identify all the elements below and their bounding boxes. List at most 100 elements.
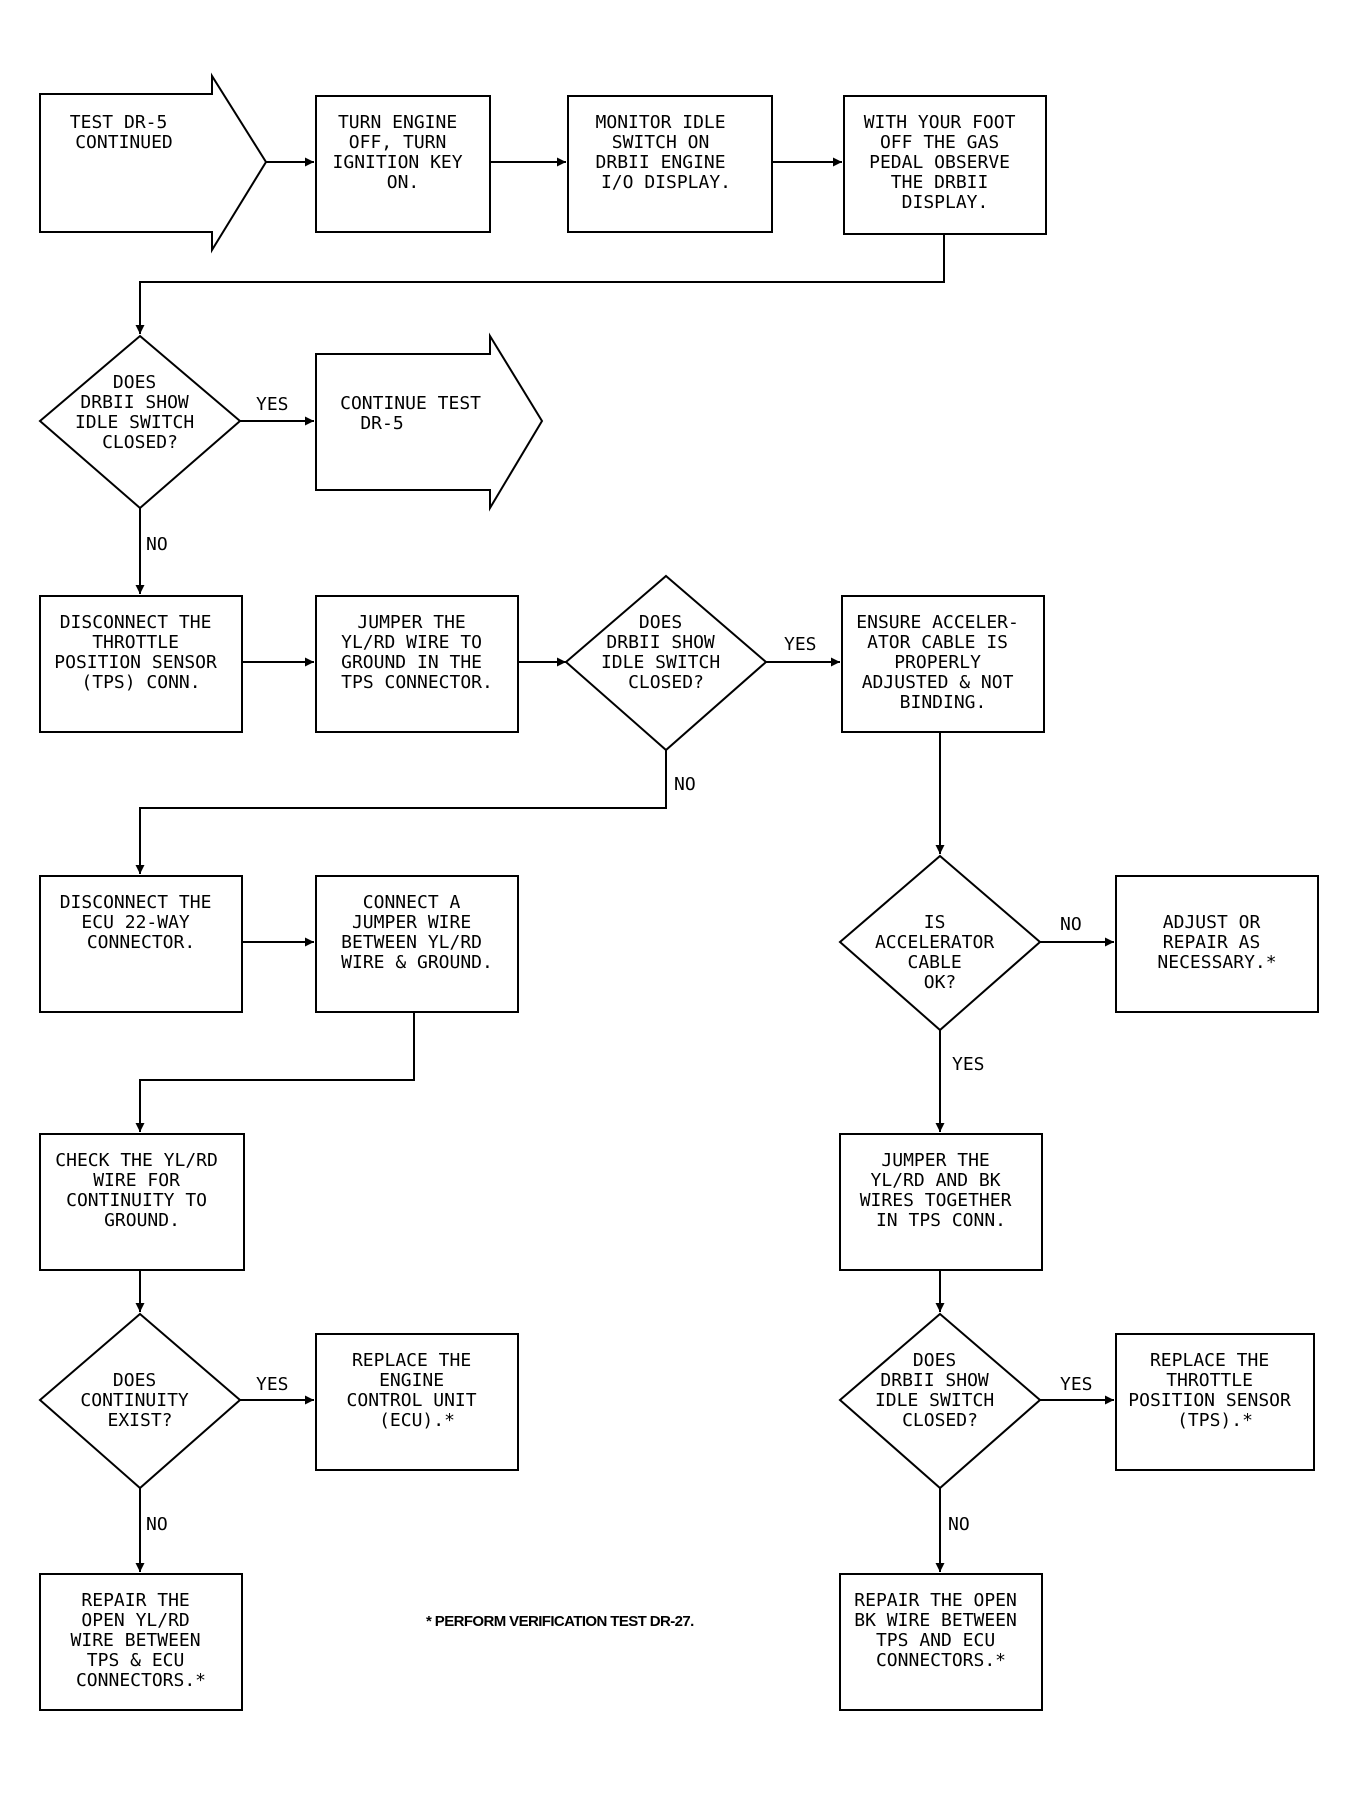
monitor-idle-line: MONITOR IDLE — [596, 112, 726, 133]
jumper-ylrd-bk-line: JUMPER THE — [881, 1150, 989, 1171]
connect-jumper-line: CONNECT A — [363, 892, 461, 913]
jumper-ylrd-bk-line: IN TPS CONN. — [876, 1210, 1006, 1231]
edge-label-q3-no: NO — [948, 1514, 970, 1535]
connect-jumper-line: JUMPER WIRE — [352, 912, 471, 933]
node-q-idle-closed-3 — [838, 1312, 1042, 1490]
replace-tps-line: POSITION SENSOR — [1128, 1390, 1291, 1411]
repair-ylrd-line: CONNECTORS.* — [76, 1670, 206, 1691]
q-idle-closed-1-text: DOES DRBII SHOW IDLE SWITCH CLOSED? — [75, 372, 205, 453]
connect-jumper-line: WIRE & GROUND. — [341, 952, 493, 973]
monitor-idle-line: SWITCH ON — [612, 132, 710, 153]
node-texts: TEST DR-5 CONTINUED TURN ENGINE OFF, TUR… — [54, 112, 1301, 1691]
node-connect-jumper — [315, 875, 519, 1013]
q-idle-closed-2-line: IDLE SWITCH — [601, 652, 720, 673]
adjust-repair-text: ADJUST OR REPAIR AS NECESSARY.* — [1157, 912, 1276, 973]
q-idle-closed-3-line: DOES — [913, 1350, 956, 1371]
edge-label-q3-yes: YES — [1060, 1374, 1093, 1395]
node-q-cable-ok — [838, 854, 1042, 1032]
check-continuity-line: WIRE FOR — [93, 1170, 180, 1191]
ensure-cable-text: ENSURE ACCELER- ATOR CABLE IS PROPERLY A… — [856, 612, 1029, 713]
q-cable-ok-line: IS — [924, 912, 946, 933]
replace-ecu-line: REPLACE THE — [352, 1350, 471, 1371]
disconnect-tps-text: DISCONNECT THE THROTTLE POSITION SENSOR … — [54, 612, 227, 693]
repair-bk-line: REPAIR THE OPEN — [854, 1590, 1017, 1611]
check-continuity-line: CHECK THE YL/RD — [55, 1150, 218, 1171]
disconnect-tps-line: THROTTLE — [92, 632, 179, 653]
q-idle-closed-1-line: CLOSED? — [102, 432, 178, 453]
disconnect-ecu-line: ECU 22-WAY — [81, 912, 190, 933]
q-idle-closed-2-line: CLOSED? — [628, 672, 704, 693]
q-idle-closed-1-line: DOES — [113, 372, 156, 393]
q-idle-closed-2-text: DOES DRBII SHOW IDLE SWITCH CLOSED? — [601, 612, 731, 693]
ensure-cable-line: ENSURE ACCELER- — [856, 612, 1019, 633]
jumper-ylrd-bk-text: JUMPER THE YL/RD AND BK WIRES TOGETHER I… — [860, 1150, 1023, 1231]
node-q-idle-closed-1 — [38, 334, 242, 510]
continue-test-text: CONTINUE TEST DR-5 — [340, 393, 492, 434]
q-cable-ok-text: IS ACCELERATOR CABLE OK? — [875, 912, 1005, 993]
ensure-cable-line: PROPERLY — [894, 652, 981, 673]
check-continuity-line: CONTINUITY TO — [66, 1190, 207, 1211]
jumper-ylrd-ground-text: JUMPER THE YL/RD WIRE TO GROUND IN THE T… — [341, 612, 493, 693]
q-continuity-line: CONTINUITY — [80, 1390, 189, 1411]
foot-off-text: WITH YOUR FOOT OFF THE GAS PEDAL OBSERVE… — [864, 112, 1027, 213]
q-idle-closed-2-line: DRBII SHOW — [606, 632, 715, 653]
replace-ecu-line: (ECU).* — [379, 1410, 455, 1431]
q-idle-closed-1-line: IDLE SWITCH — [75, 412, 194, 433]
node-repair-bk — [839, 1573, 1043, 1711]
q-continuity-text: DOES CONTINUITY EXIST? — [80, 1370, 199, 1431]
repair-bk-line: CONNECTORS.* — [876, 1650, 1006, 1671]
foot-off-line: PEDAL OBSERVE — [869, 152, 1010, 173]
turn-engine-off-line: IGNITION KEY — [333, 152, 463, 173]
jumper-ylrd-ground-line: GROUND IN THE — [341, 652, 482, 673]
disconnect-ecu-line: DISCONNECT THE — [60, 892, 212, 913]
replace-tps-line: REPLACE THE — [1150, 1350, 1269, 1371]
shapes — [38, 72, 1319, 1711]
check-continuity-text: CHECK THE YL/RD WIRE FOR CONTINUITY TO G… — [55, 1150, 228, 1231]
foot-off-line: THE DRBII — [891, 172, 989, 193]
connect-jumper-text: CONNECT A JUMPER WIRE BETWEEN YL/RD WIRE… — [341, 892, 493, 973]
monitor-idle-line: I/O DISPLAY. — [601, 172, 731, 193]
replace-tps-line: (TPS).* — [1177, 1410, 1253, 1431]
connect-jumper-line: BETWEEN YL/RD — [341, 932, 482, 953]
replace-tps-text: REPLACE THE THROTTLE POSITION SENSOR (TP… — [1128, 1350, 1301, 1431]
foot-off-line: DISPLAY. — [902, 192, 989, 213]
edge-label-cable-yes: YES — [952, 1054, 985, 1075]
node-repair-ylrd — [39, 1573, 243, 1711]
repair-ylrd-line: REPAIR THE — [81, 1590, 189, 1611]
edge-label-q2-yes: YES — [784, 634, 817, 655]
replace-ecu-line: ENGINE — [379, 1370, 444, 1391]
q-cable-ok-line: ACCELERATOR — [875, 932, 994, 953]
node-jumper-ylrd-bk — [839, 1133, 1043, 1271]
node-disconnect-ecu — [39, 875, 243, 1013]
node-replace-ecu — [315, 1333, 519, 1471]
node-foot-off — [843, 95, 1047, 235]
edge-label-continuity-yes: YES — [256, 1374, 289, 1395]
start-line: TEST DR-5 — [70, 112, 168, 133]
jumper-ylrd-bk-line: WIRES TOGETHER — [860, 1190, 1012, 1211]
turn-engine-off-text: TURN ENGINE OFF, TURN IGNITION KEY ON. — [333, 112, 474, 193]
edge-label-continuity-no: NO — [146, 1514, 168, 1535]
disconnect-tps-line: POSITION SENSOR — [54, 652, 217, 673]
turn-engine-off-line: OFF, TURN — [349, 132, 447, 153]
adjust-repair-line: REPAIR AS — [1163, 932, 1261, 953]
ensure-cable-line: ATOR CABLE IS — [867, 632, 1008, 653]
foot-off-line: OFF THE GAS — [880, 132, 999, 153]
monitor-idle-text: MONITOR IDLE SWITCH ON DRBII ENGINE I/O … — [596, 112, 737, 193]
jumper-ylrd-ground-line: TPS CONNECTOR. — [341, 672, 493, 693]
jumper-ylrd-ground-line: JUMPER THE — [357, 612, 465, 633]
jumper-ylrd-ground-line: YL/RD WIRE TO — [341, 632, 482, 653]
continue-test-line: DR-5 — [360, 413, 403, 434]
start-line: CONTINUED — [75, 132, 173, 153]
node-monitor-idle — [567, 95, 773, 233]
replace-ecu-line: CONTROL UNIT — [347, 1390, 477, 1411]
node-continue-test-arrow — [315, 332, 544, 512]
edge-label-q1-no: NO — [146, 534, 168, 555]
node-turn-engine-off — [315, 95, 491, 233]
disconnect-tps-line: (TPS) CONN. — [81, 672, 200, 693]
node-adjust-repair — [1115, 875, 1319, 1013]
q-idle-closed-1-line: DRBII SHOW — [80, 392, 189, 413]
footnote: * PERFORM VERIFICATION TEST DR-27. — [426, 1613, 694, 1630]
q-continuity-line: DOES — [113, 1370, 156, 1391]
repair-bk-text: REPAIR THE OPEN BK WIRE BETWEEN TPS AND … — [854, 1590, 1027, 1671]
